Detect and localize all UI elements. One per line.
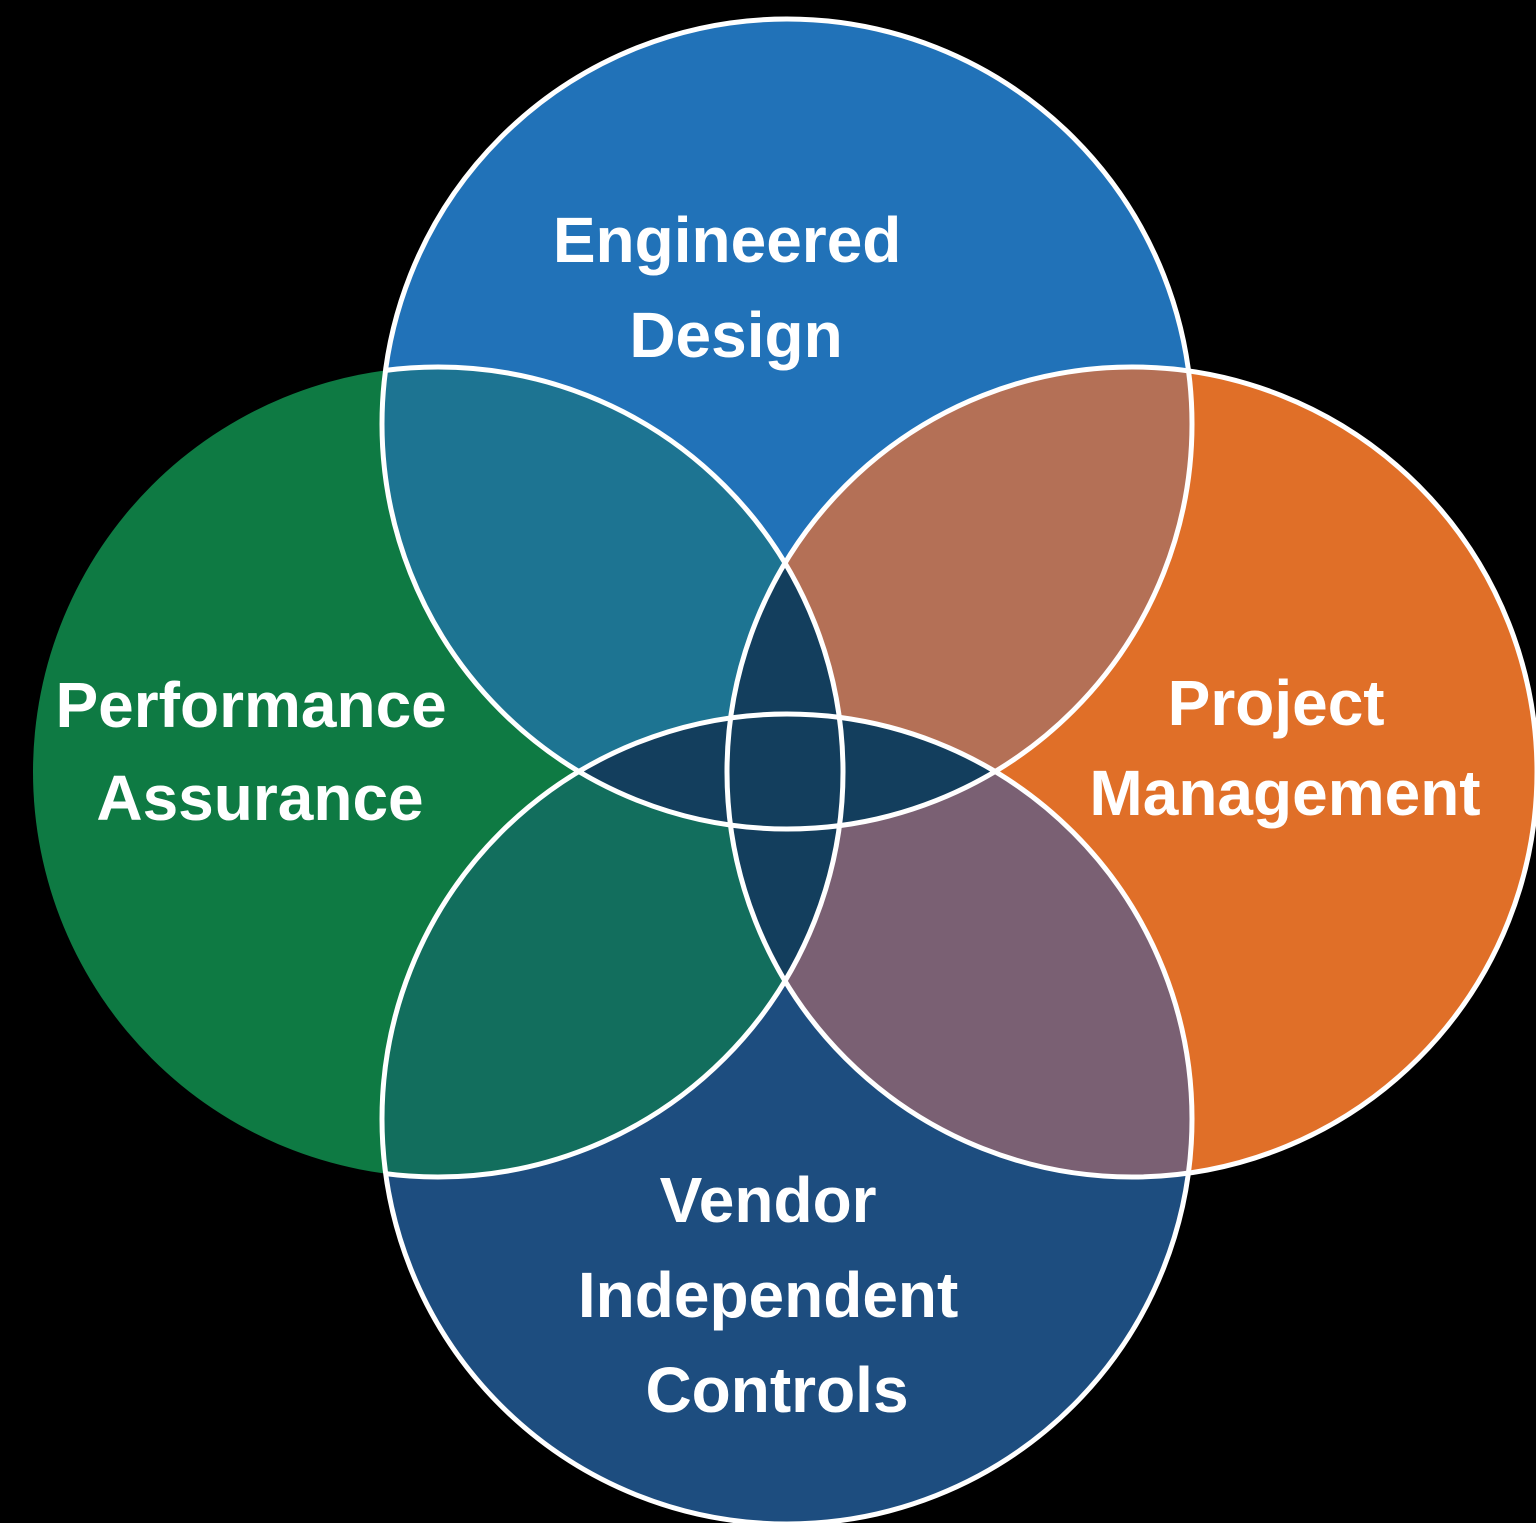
venn-labels: Engineered Design Performance Assurance … <box>55 204 1480 1426</box>
project-management-outline <box>724 364 1536 1180</box>
label-line: Controls <box>645 1354 908 1426</box>
venn-shapes <box>33 16 1536 1523</box>
label-line: Design <box>629 299 842 371</box>
label-line: Management <box>1089 757 1480 829</box>
vendor-independent-controls-outline <box>379 711 1195 1523</box>
label-line: Assurance <box>96 762 423 834</box>
label-line: Project <box>1168 667 1385 739</box>
label-line: Performance <box>55 669 446 741</box>
label-project-management: Project Management <box>1089 667 1480 829</box>
label-vendor-independent-controls: Vendor Independent Controls <box>578 1164 976 1426</box>
label-engineered-design: Engineered Design <box>553 204 919 371</box>
label-line: Vendor <box>660 1164 877 1236</box>
label-line: Engineered <box>553 204 902 276</box>
performance-assurance-outline <box>382 364 846 1180</box>
engineered-design-outline <box>379 16 1195 832</box>
label-line: Independent <box>578 1259 958 1331</box>
label-performance-assurance: Performance Assurance <box>55 669 464 834</box>
